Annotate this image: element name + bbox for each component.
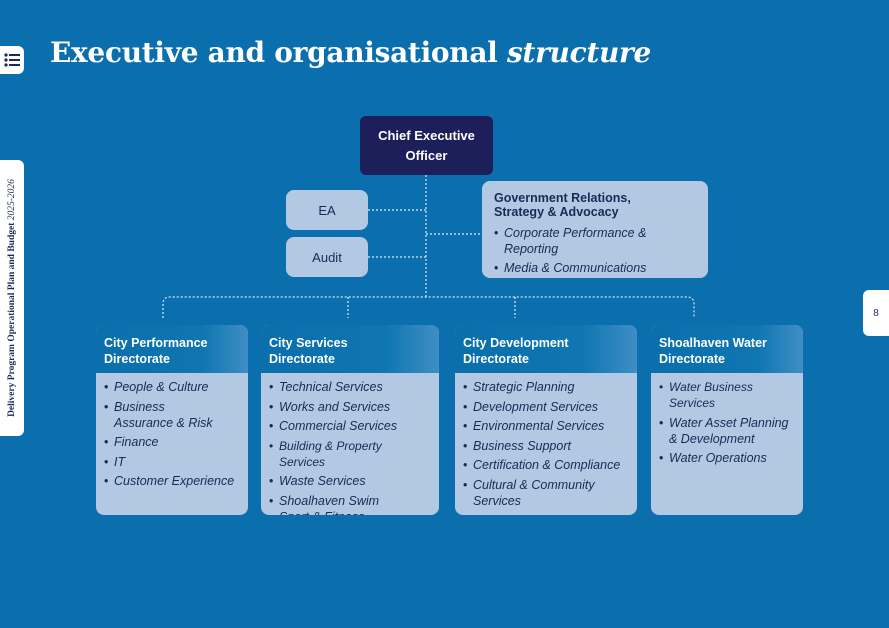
page-title: Executive and organisational structure [50,36,651,69]
page-number-tab[interactable]: 8 [863,290,889,336]
list-item: Finance [104,434,240,450]
ea-label: EA [318,202,336,218]
list-item: Water Operations [659,450,795,466]
side-tab[interactable]: Delivery Program Operational Plan and Bu… [0,160,24,436]
list-item: People & Culture [104,379,240,395]
directorate-list: Water Business Services Water Asset Plan… [651,373,803,466]
directorate-list: People & Culture Business Assurance & Ri… [96,373,248,489]
directorate-list: Technical Services Works and Services Co… [261,373,439,515]
list-item: Technical Services [269,379,431,395]
list-item: Shoalhaven Swim Sport & Fitness [269,493,431,516]
list-item: Strategic Planning [463,379,629,395]
list-item: Building & Property Services [269,438,431,470]
list-item: Corporate Performance & Reporting [494,225,696,257]
list-item: Cultural & Community Services [463,477,629,509]
list-item: Environmental Services [463,418,629,434]
list-item: Business Assurance & Risk [104,399,240,431]
audit-box: Audit [286,237,368,277]
list-icon [4,53,20,67]
list-item: Commercial Services [269,418,431,434]
ceo-title-line2: Officer [405,147,448,163]
ceo-title-line1: Chief Executive [378,127,475,143]
list-item: IT [104,454,240,470]
ea-box: EA [286,190,368,230]
page-number: 8 [873,307,879,319]
menu-button[interactable] [0,46,24,74]
list-item: Water Business Services [659,379,795,411]
list-item: Customer Experience [104,473,240,489]
gov-relations-list: Corporate Performance & Reporting Media … [494,225,696,276]
list-item: Waste Services [269,473,431,489]
list-item: Development Services [463,399,629,415]
list-item: Certification & Compliance [463,457,629,473]
directorate-list: Strategic Planning Development Services … [455,373,637,509]
gov-relations-box: Government Relations,Strategy & Advocacy… [482,181,708,278]
audit-label: Audit [312,249,342,265]
gov-relations-title: Government Relations,Strategy & Advocacy [494,191,631,219]
list-item: Business Support [463,438,629,454]
page-title-emphasis: structure [506,36,651,69]
list-item: Works and Services [269,399,431,415]
connector-bus [162,296,695,318]
list-item: Media & Communications [494,260,696,276]
list-item: Water Asset Planning & Development [659,415,795,447]
